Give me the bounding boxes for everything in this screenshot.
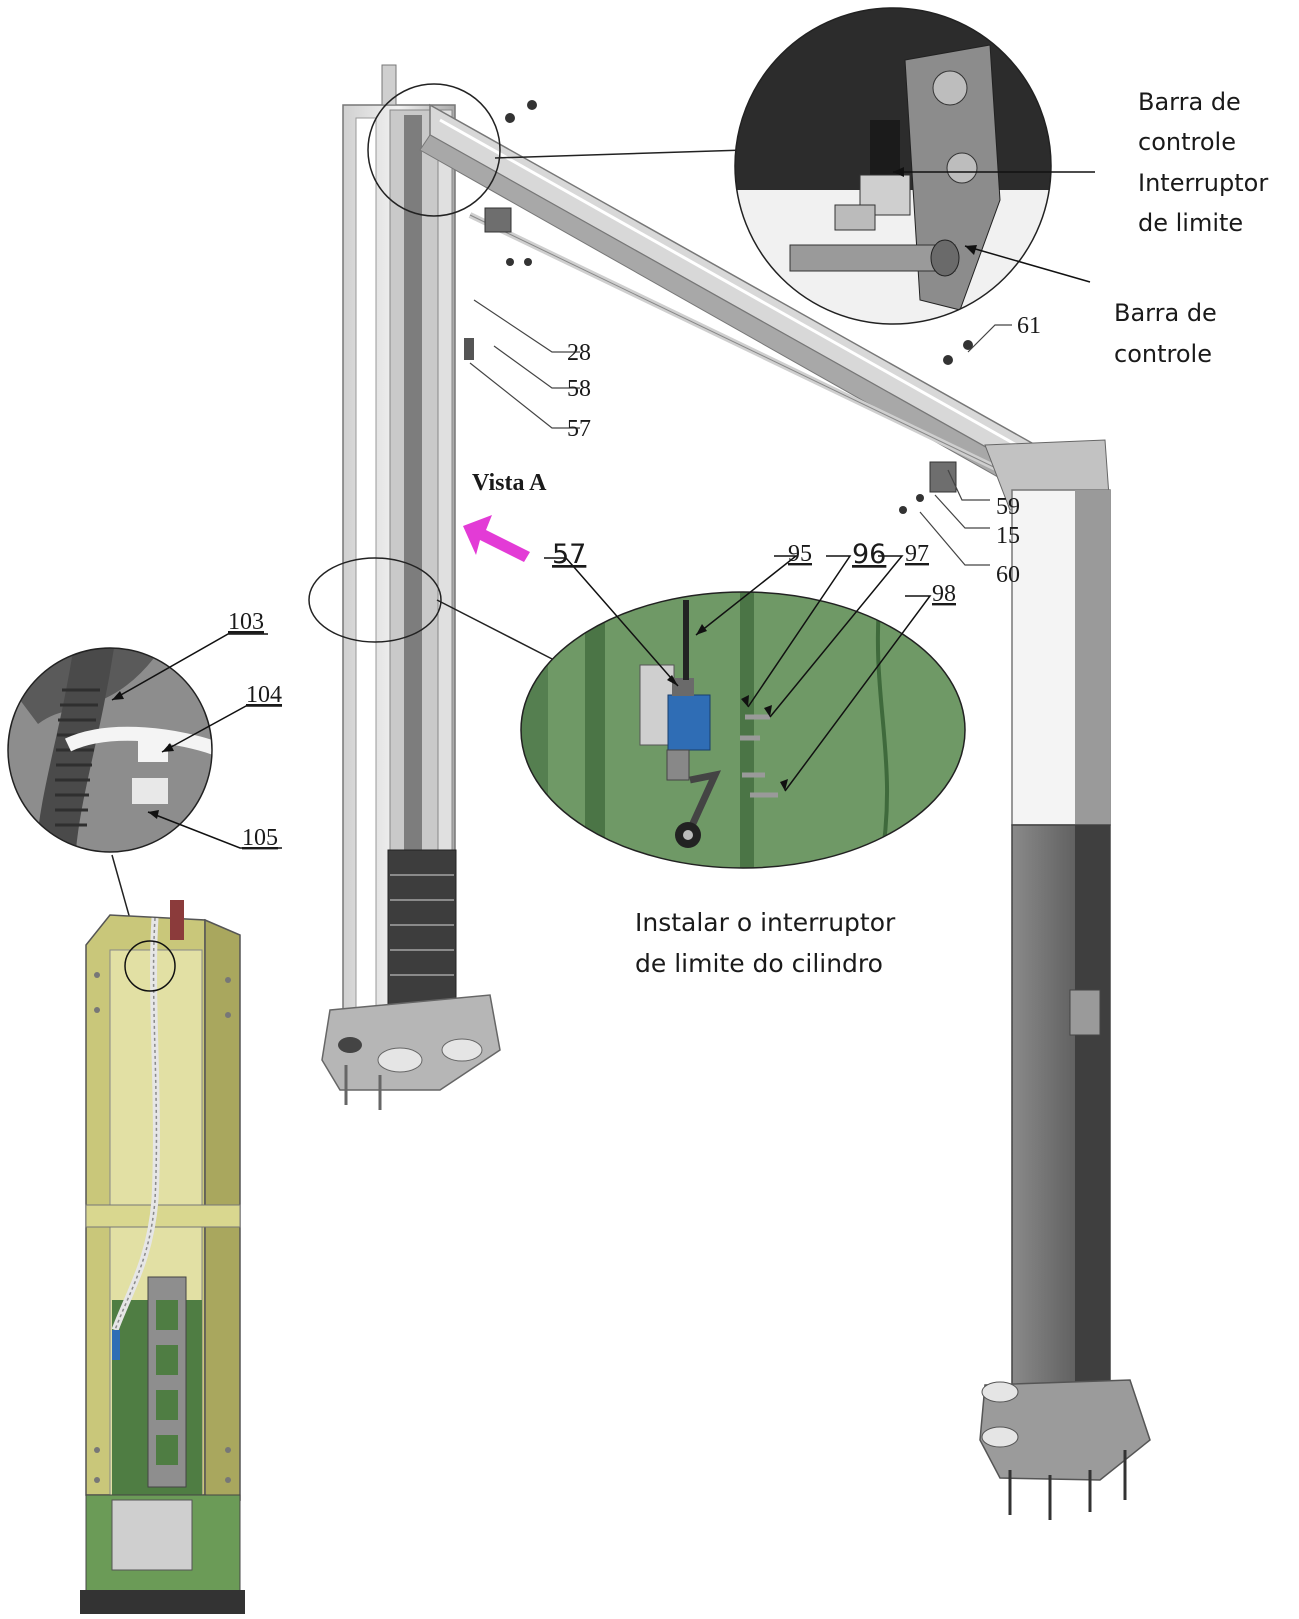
top-corner-callout-ring [367,83,501,217]
limit-switch-closeup [734,7,1095,325]
part-28: 28 [567,340,591,366]
top-part-leaders [469,299,1012,566]
part-104: 104 [246,682,282,708]
part-15: 15 [996,523,1020,549]
view-a-arrow [463,515,530,562]
label-interruptor: Interruptor [1138,169,1268,197]
part-60: 60 [996,562,1020,588]
part-58: 58 [567,376,591,402]
part-97: 97 [905,541,929,567]
label-controle-2: controle [1114,340,1212,368]
hose-clip-closeup [7,633,282,991]
part-59: 59 [996,494,1020,520]
part-96: 96 [852,539,886,570]
part-105: 105 [242,825,278,851]
hardware-parts [464,100,973,514]
labels: Barra de controle Interruptor de limite … [228,88,1268,978]
label-controle-1: controle [1138,128,1236,156]
label-de-limite: de limite [1138,209,1243,237]
top-beam [419,103,1111,516]
part-57-detail: 57 [552,539,586,570]
label-vista-a: Vista A [472,470,547,496]
label-install-line1: Instalar o interruptor [635,908,896,937]
left-column-callout-ring [308,557,442,643]
part-61: 61 [1017,313,1041,339]
lift-frame [321,64,1151,1520]
part-103: 103 [228,609,264,635]
right-column [979,489,1151,1520]
label-barra-de-2: Barra de [1114,299,1217,327]
part-98: 98 [932,581,956,607]
label-install-line2: de limite do cilindro [635,949,883,978]
cylinder-column-cutaway [80,900,245,1614]
left-column [321,64,501,1110]
part-57-top: 57 [567,416,591,442]
label-barra-de-1: Barra de [1138,88,1241,116]
part-95: 95 [788,541,812,567]
cylinder-switch-detail [520,555,966,869]
